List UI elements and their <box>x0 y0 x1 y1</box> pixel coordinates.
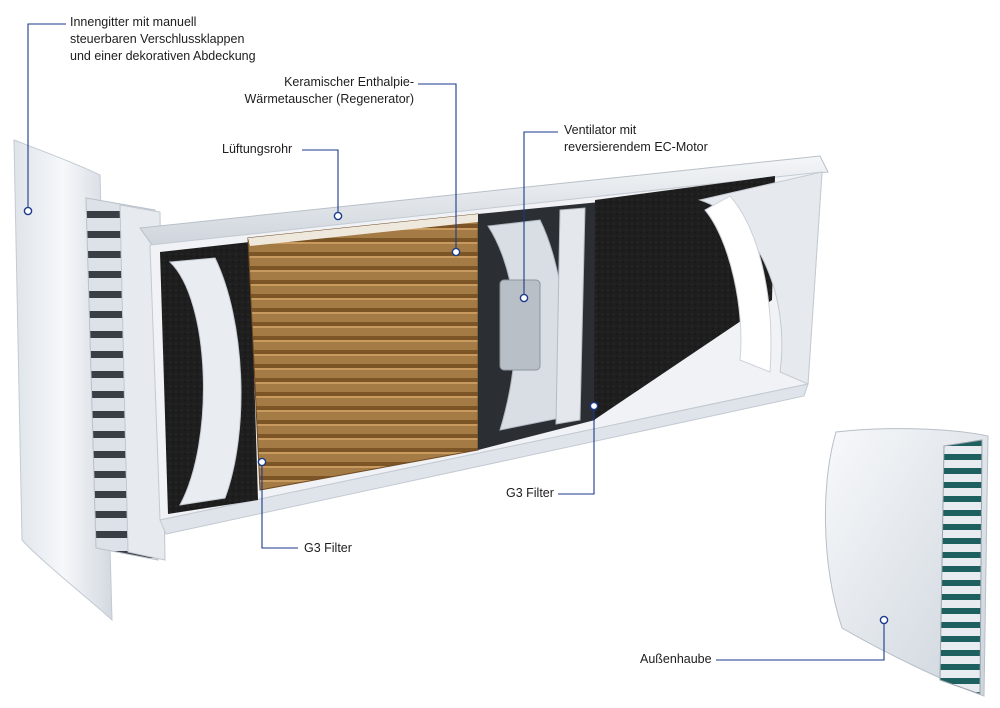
leader-filter-right <box>558 406 595 495</box>
leader-outer-hood <box>716 620 885 661</box>
marker-inner-grille <box>23 206 33 216</box>
marker-filter-left <box>257 457 267 467</box>
marker-outer-hood <box>879 615 889 625</box>
leader-filter-left <box>261 462 298 549</box>
leader-fan <box>523 131 558 298</box>
label-filter-right: G3 Filter <box>506 486 554 500</box>
leader-inner-grille <box>27 23 66 210</box>
marker-fan <box>519 293 529 303</box>
leader-lines <box>27 23 885 661</box>
marker-ceramic <box>451 247 461 257</box>
label-outer-hood: Außenhaube <box>640 652 712 666</box>
label-duct: Lüftungsrohr <box>222 142 293 156</box>
marker-duct <box>333 211 343 221</box>
fan-assembly <box>478 202 600 450</box>
label-ceramic-exchanger: Keramischer Enthalpie- Wärmetauscher (Re… <box>244 75 414 106</box>
leader-ceramic <box>418 83 457 252</box>
label-fan: Ventilator mit reversierendem EC-Motor <box>564 123 708 154</box>
marker-filter-right <box>589 401 599 411</box>
foam-insulation-right <box>594 171 823 420</box>
foam-insulation-left <box>160 242 258 514</box>
outer-hood <box>824 428 989 697</box>
ceramic-heat-exchanger <box>247 213 479 491</box>
label-inner-grille: Innengitter mit manuell steuerbaren Vers… <box>70 15 256 63</box>
callout-markers <box>23 206 889 625</box>
leader-duct <box>302 149 339 216</box>
label-filter-left: G3 Filter <box>304 541 352 555</box>
